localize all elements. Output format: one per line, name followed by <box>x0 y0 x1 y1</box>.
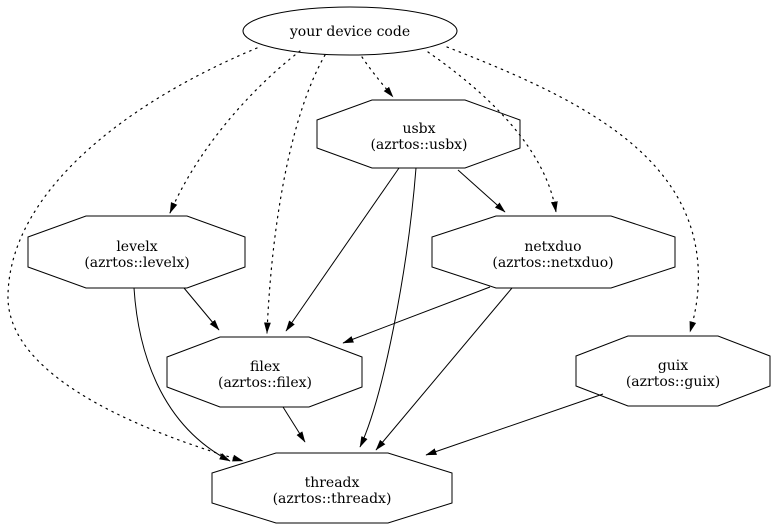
edge-usbx-to-netxduo <box>457 169 506 213</box>
node-threadx: threadx (azrtos::threadx) <box>211 452 453 524</box>
solid-edges <box>133 167 604 462</box>
edge-device-code-to-threadx <box>7 47 258 462</box>
edge-usbx-to-threadx <box>359 167 417 448</box>
node-threadx-shape <box>211 452 453 524</box>
node-guix: guix (azrtos::guix) <box>575 335 771 407</box>
node-levelx-name: levelx <box>116 239 157 255</box>
edge-device-code-to-guix <box>446 46 699 333</box>
node-netxduo-package: (azrtos::netxduo) <box>492 255 613 271</box>
node-guix-name: guix <box>658 358 688 374</box>
node-guix-shape <box>575 335 771 407</box>
edge-device-code-to-filex <box>264 54 326 334</box>
node-threadx-package: (azrtos::threadx) <box>273 491 392 507</box>
node-netxduo-shape <box>431 215 676 289</box>
edge-device-code-to-usbx <box>361 56 394 98</box>
node-guix-package: (azrtos::guix) <box>626 374 720 390</box>
edge-guix-to-threadx <box>425 393 604 456</box>
node-your-device-code: your device code <box>242 6 458 56</box>
node-usbx-package: (azrtos::usbx) <box>370 137 467 153</box>
edge-device-code-to-netxduo <box>427 51 558 213</box>
node-filex-name: filex <box>250 359 280 375</box>
edge-netxduo-to-threadx <box>375 287 513 451</box>
edge-levelx-to-filex <box>183 287 220 331</box>
node-usbx-name: usbx <box>402 121 435 137</box>
node-your-device-code-shape <box>242 6 458 56</box>
node-filex-package: (azrtos::filex) <box>218 375 312 391</box>
node-threadx-name: threadx <box>305 475 360 491</box>
edge-filex-to-threadx <box>282 406 306 443</box>
node-netxduo: netxduo (azrtos::netxduo) <box>431 215 676 289</box>
node-netxduo-name: netxduo <box>524 239 581 255</box>
node-your-device-code-label: your device code <box>289 24 410 40</box>
node-usbx: usbx (azrtos::usbx) <box>316 99 521 169</box>
node-levelx: levelx (azrtos::levelx) <box>27 215 246 289</box>
dotted-edges <box>7 46 699 462</box>
edge-device-code-to-levelx <box>169 50 301 214</box>
node-usbx-shape <box>316 99 521 169</box>
node-levelx-package: (azrtos::levelx) <box>84 255 189 271</box>
node-levelx-shape <box>27 215 246 289</box>
edge-usbx-to-filex <box>285 167 400 332</box>
edge-levelx-to-threadx <box>133 287 231 462</box>
node-filex-shape <box>166 336 363 408</box>
node-filex: filex (azrtos::filex) <box>166 336 363 408</box>
edge-netxduo-to-filex <box>342 286 491 344</box>
